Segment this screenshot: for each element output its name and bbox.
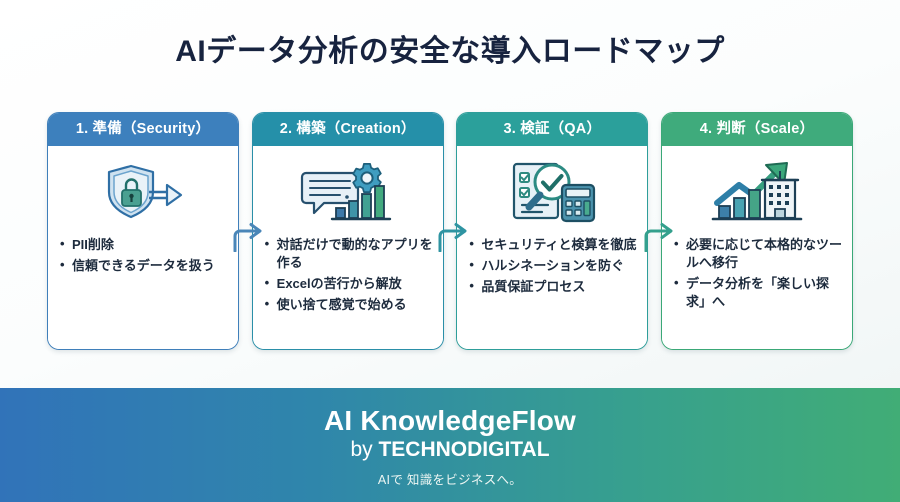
list-item: 使い捨て感覚で始める <box>265 295 433 314</box>
card-3-bullet-list: セキュリティと検算を徹底 ハルシネーションを防ぐ 品質保証プロセス <box>457 232 647 299</box>
roadmap-card-3[interactable]: 3. 検証（QA） <box>456 112 649 350</box>
arrow-step1-to-step2 <box>232 218 264 253</box>
page-title: AIデータ分析の安全な導入ロードマップ <box>175 35 725 68</box>
arrow-step2-to-step3 <box>437 218 469 253</box>
brand-byline: by TECHNODIGITAL <box>350 437 549 463</box>
list-item: PII削除 <box>60 235 228 254</box>
list-item: 必要に応じて本格的なツールへ移行 <box>674 235 842 272</box>
roadmap-card-row: 1. 準備（Security） P <box>47 112 853 350</box>
list-item: 対話だけで動的なアプリを作る <box>265 235 433 272</box>
card-1-header: 1. 準備（Security） <box>48 113 238 146</box>
brand-tagline: AIで 知識をビジネスへ。 <box>377 472 523 487</box>
shield-lock-arrow-icon <box>48 146 238 232</box>
roadmap-card-1[interactable]: 1. 準備（Security） P <box>47 112 239 350</box>
card-1-body: PII削除 信頼できるデータを扱う <box>48 146 238 349</box>
card-2-body: 対話だけで動的なアプリを作る Excelの苦行から解放 使い捨て感覚で始める <box>252 146 443 349</box>
card-2-bullet-list: 対話だけで動的なアプリを作る Excelの苦行から解放 使い捨て感覚で始める <box>253 232 443 317</box>
list-item: データ分析を「楽しい探求」へ <box>674 274 842 311</box>
checklist-magnifier-calculator-icon <box>457 146 647 232</box>
byline-prefix: by <box>350 438 379 462</box>
footer-brand-band: AI KnowledgeFlow by TECHNODIGITAL AIで 知識… <box>0 388 900 502</box>
card-4-header: 4. 判断（Scale） <box>661 113 852 146</box>
card-3-header: 3. 検証（QA） <box>457 113 648 146</box>
list-item: ハルシネーションを防ぐ <box>469 256 637 275</box>
card-3-body: セキュリティと検算を徹底 ハルシネーションを防ぐ 品質保証プロセス <box>457 146 648 349</box>
roadmap-card-2[interactable]: 2. 構築（Creation） <box>251 112 444 350</box>
card-4-body: 必要に応じて本格的なツールへ移行 データ分析を「楽しい探求」へ <box>661 146 852 349</box>
list-item: 信頼できるデータを扱う <box>60 256 228 275</box>
growth-arrow-building-icon <box>662 146 852 232</box>
card-2-header: 2. 構築（Creation） <box>252 113 443 146</box>
byline-company: TECHNODIGITAL <box>378 438 550 462</box>
list-item: セキュリティと検算を徹底 <box>469 235 637 254</box>
arrow-step3-to-step4 <box>643 218 675 253</box>
card-4-bullet-list: 必要に応じて本格的なツールへ移行 データ分析を「楽しい探求」へ <box>662 232 852 314</box>
list-item: Excelの苦行から解放 <box>265 274 433 293</box>
roadmap-card-4[interactable]: 4. 判断（Scale） <box>660 112 853 350</box>
chat-gear-barchart-icon <box>253 146 443 232</box>
card-1-bullet-list: PII削除 信頼できるデータを扱う <box>48 232 238 278</box>
brand-name: AI KnowledgeFlow <box>323 405 577 437</box>
list-item: 品質保証プロセス <box>469 277 637 296</box>
